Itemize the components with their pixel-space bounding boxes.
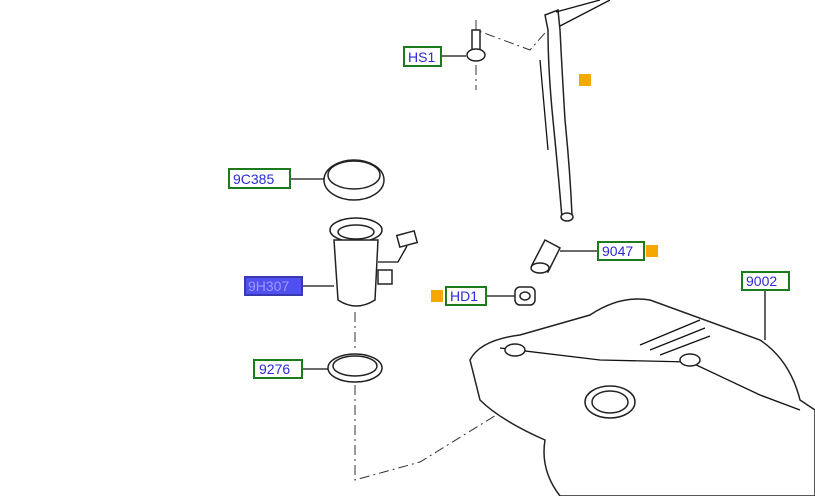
svg-text:9002: 9002 (746, 273, 777, 289)
note-marker (646, 245, 658, 257)
svg-text:9047: 9047 (602, 243, 633, 259)
hose-clip (514, 286, 536, 306)
fuel-pump (329, 217, 419, 307)
seal-ring (327, 353, 383, 383)
callout-9276[interactable]: 9276 (253, 359, 303, 379)
callout-9c385[interactable]: 9C385 (228, 168, 291, 189)
lock-ring (323, 159, 385, 201)
callout-hd1[interactable]: HD1 (445, 286, 487, 306)
callout-9002[interactable]: 9002 (741, 271, 790, 291)
svg-text:9C385: 9C385 (233, 171, 274, 187)
hose-connector (530, 238, 561, 274)
note-marker (431, 290, 443, 302)
svg-text:9276: 9276 (259, 361, 290, 377)
callout-hs1[interactable]: HS1 (403, 46, 442, 67)
svg-text:9H307: 9H307 (248, 278, 289, 294)
note-marker (579, 74, 591, 86)
callout-9h307[interactable]: 9H307 (244, 276, 303, 296)
callout-9047[interactable]: 9047 (597, 241, 645, 261)
svg-text:HD1: HD1 (450, 288, 478, 304)
svg-text:HS1: HS1 (408, 49, 435, 65)
filler-hose (539, 0, 611, 222)
fuel-tank (469, 298, 815, 496)
bolt (466, 29, 486, 62)
